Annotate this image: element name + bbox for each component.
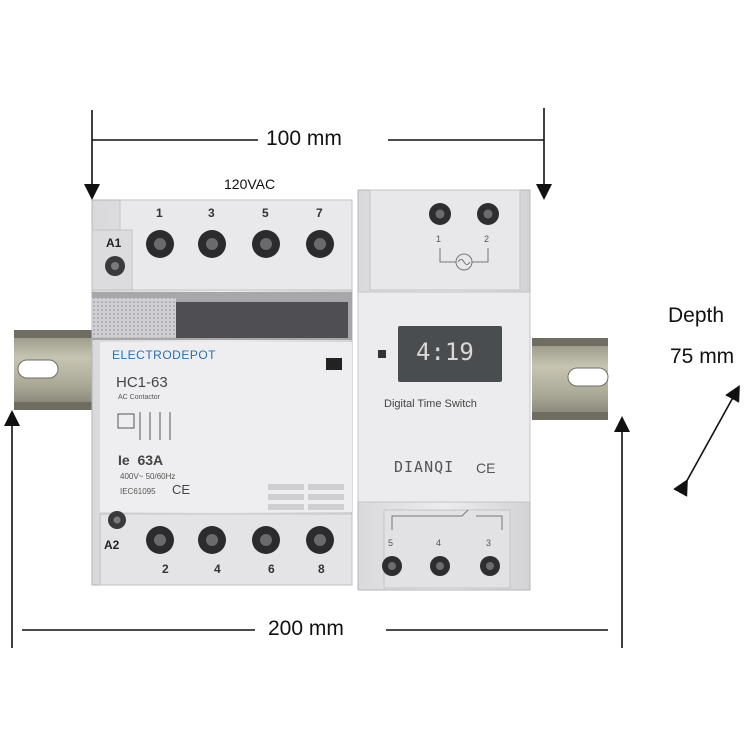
voltage-label: 120VAC (224, 176, 276, 192)
timer-label: Digital Time Switch (384, 398, 477, 410)
timer-body (357, 189, 531, 591)
terminal-label: 5 (262, 206, 269, 220)
contactor-rating: 400V~ 50/60Hz (120, 472, 176, 481)
depth-value: 75 mm (670, 345, 735, 368)
coil-bottom-label: A2 (104, 538, 120, 552)
contactor-body (91, 199, 353, 586)
contactor-ce-mark: CE (172, 482, 191, 497)
width-dimension-label: 100 mm (266, 127, 342, 150)
terminal-label: 1 (156, 206, 163, 220)
timer-terminal-label: 3 (486, 538, 492, 548)
terminal-label: 2 (162, 562, 169, 576)
din-rail-left (14, 330, 92, 410)
contactor-model: HC1-63 (116, 374, 168, 391)
contactor-brand: ELECTRODEPOT (112, 348, 217, 362)
terminal-label: 3 (208, 206, 215, 220)
timer-terminal-label: 4 (436, 538, 442, 548)
contactor-standard: IEC61095 (120, 487, 156, 496)
dimension-lines (4, 108, 740, 648)
timer-brand: DIANQI (394, 458, 455, 476)
terminal-label: 6 (268, 562, 275, 576)
timer-ce-mark: CE (476, 460, 496, 476)
timer-terminal-label: 2 (484, 234, 490, 244)
depth-title: Depth (668, 304, 725, 327)
din-rail-right (532, 338, 609, 420)
coil-top-label: A1 (106, 236, 122, 250)
total-width-dimension-label: 200 mm (268, 617, 344, 640)
terminal-label: 7 (316, 206, 323, 220)
terminal-label: 4 (214, 562, 221, 576)
terminal-label: 8 (318, 562, 325, 576)
contactor-current: Ie 63A (118, 452, 164, 468)
timer-terminal-label: 1 (436, 234, 442, 244)
timer-lcd-display: 4:19 (416, 338, 474, 366)
contactor-type: AC Contactor (118, 394, 161, 401)
timer-terminal-label: 5 (388, 538, 394, 548)
